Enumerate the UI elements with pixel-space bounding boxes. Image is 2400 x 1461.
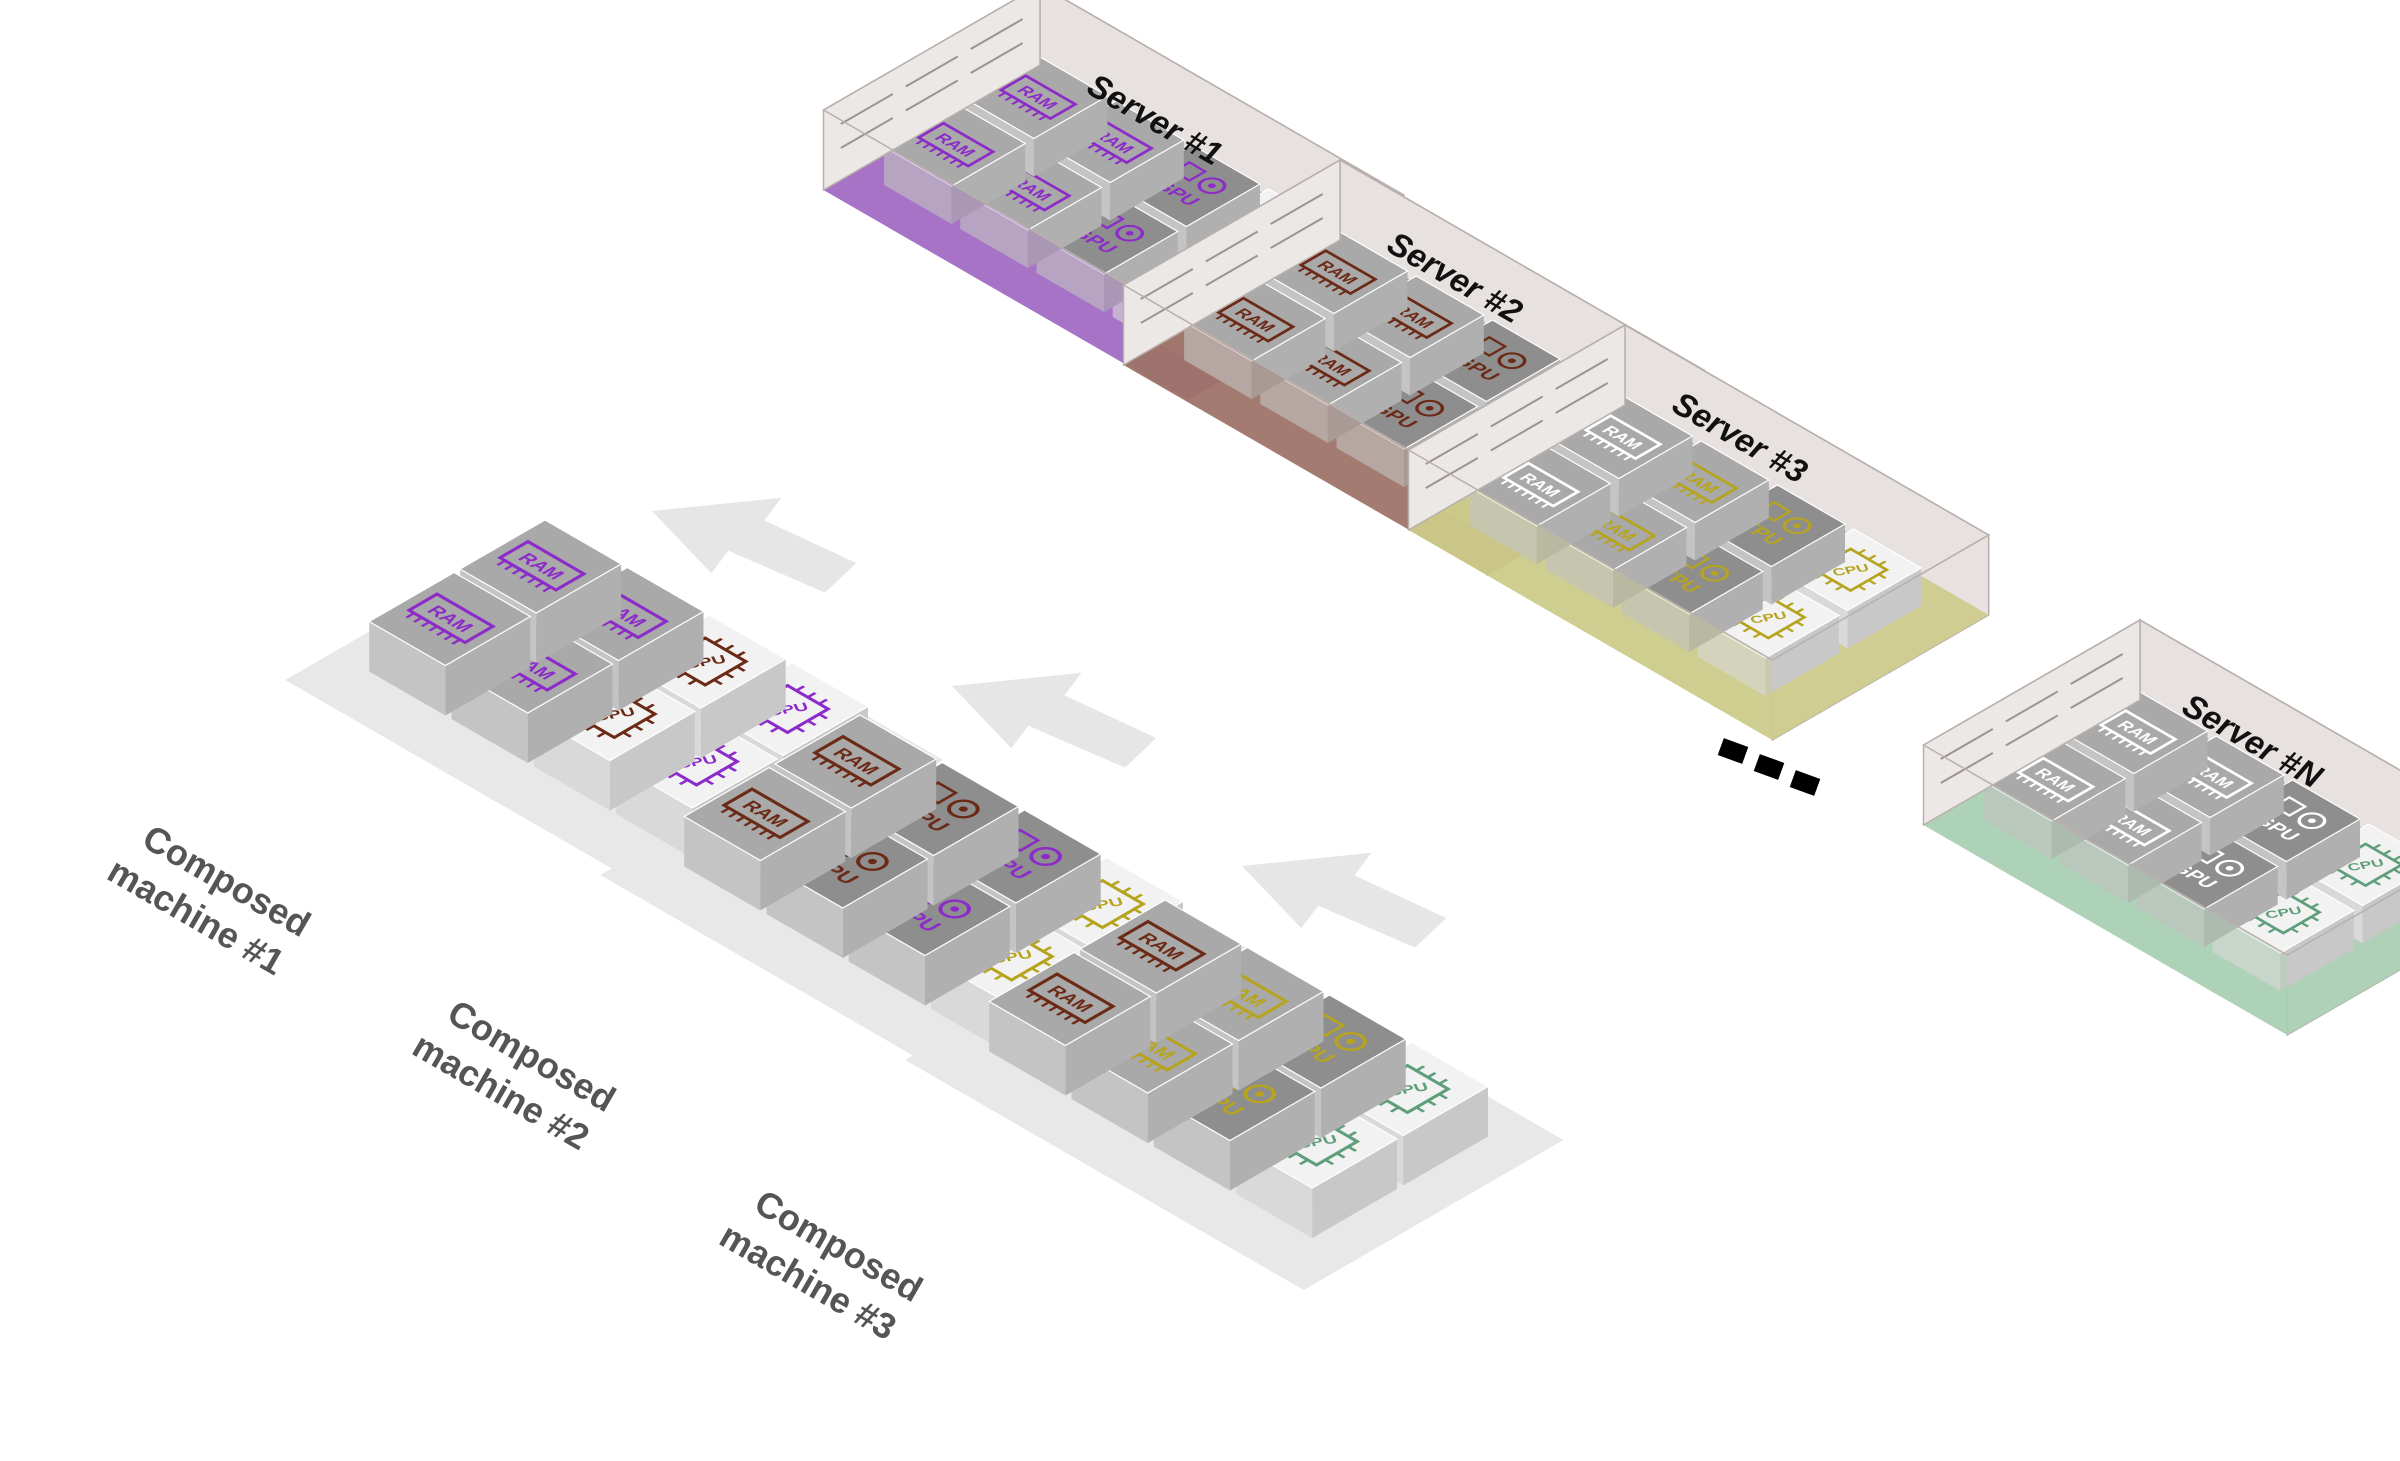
server-1-module-ram: RAM xyxy=(882,103,1027,224)
svg-text:CPU: CPU xyxy=(1748,610,1789,626)
arrows-layer xyxy=(652,497,1447,948)
servers-layer: CPUCPUGPUGPURAMRAMRAMRAMCPUCPUGPUGPURAMR… xyxy=(822,0,2400,1037)
svg-text:CPU: CPU xyxy=(2346,857,2387,873)
machines-layer: CPUCPUCPUCPURAMRAMRAMRAMCPUCPUGPUGPUGPUG… xyxy=(367,519,1490,1238)
arrow-to-machine-3 xyxy=(1242,852,1447,948)
svg-text:CPU: CPU xyxy=(2263,905,2304,921)
machine-1-module-ram: RAM xyxy=(367,571,532,716)
svg-text:CPU: CPU xyxy=(1831,562,1872,578)
arrow-to-machine-2 xyxy=(952,672,1157,768)
arrow-to-machine-1 xyxy=(652,497,857,593)
machine-2-module-ram: RAM xyxy=(682,766,847,911)
machine-3-module-ram: RAM xyxy=(987,951,1152,1096)
cpu-icon: CPU xyxy=(1811,547,1890,593)
ellipsis xyxy=(1717,738,1821,796)
